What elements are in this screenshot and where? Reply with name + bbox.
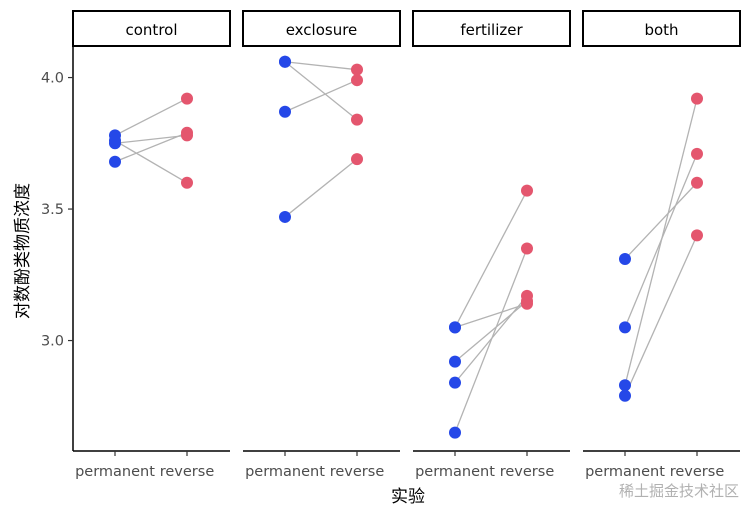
point-reverse [181, 176, 193, 189]
point-permanent [619, 389, 631, 402]
facet-exclosure: exclosure permanent reverse [242, 10, 401, 480]
facet-both: both permanent reverse [582, 10, 741, 480]
facet-strip [412, 10, 571, 47]
point-permanent [449, 321, 461, 334]
point-reverse [351, 74, 363, 87]
pair-line [284, 158, 358, 218]
point-permanent [449, 355, 461, 368]
facet-strip [242, 10, 401, 47]
point-permanent [279, 210, 291, 223]
facet-strip-label: control [126, 21, 178, 39]
facets-layer: control permanent reverse exclosure permanen… [72, 10, 741, 480]
point-permanent [619, 321, 631, 334]
pair-line [114, 140, 188, 184]
point-reverse [691, 229, 703, 242]
pair-line [454, 303, 528, 329]
x-tick-label: reverse [330, 464, 385, 480]
point-permanent [619, 379, 631, 392]
point-reverse [521, 242, 533, 255]
facet-fertilizer: fertilizer permanent reverse [412, 10, 571, 480]
point-permanent [279, 105, 291, 118]
point-permanent [109, 155, 121, 168]
x-tick-label: reverse [160, 464, 215, 480]
x-tick-label: permanent [585, 464, 665, 480]
point-reverse [351, 63, 363, 76]
point-reverse [351, 113, 363, 126]
y-axis: 3.0 3.5 4.0 [41, 46, 74, 451]
point-reverse [521, 184, 533, 197]
point-reverse [691, 176, 703, 189]
point-reverse [351, 153, 363, 166]
pair-line [284, 79, 358, 113]
point-permanent [279, 55, 291, 68]
x-tick-label: reverse [500, 464, 555, 480]
facet-strip [582, 10, 741, 47]
pair-line [624, 182, 698, 260]
pair-line [454, 248, 528, 433]
pair-line [624, 98, 698, 386]
point-reverse [181, 92, 193, 105]
x-tick-label: reverse [670, 464, 725, 480]
x-tick-label: permanent [245, 464, 325, 480]
watermark: 稀土掘金技术社区 [618, 482, 739, 500]
point-permanent [619, 253, 631, 266]
pair-line [284, 61, 358, 71]
pair-line [454, 190, 528, 328]
point-permanent [449, 376, 461, 389]
point-reverse [691, 147, 703, 160]
x-tick-label: permanent [75, 464, 155, 480]
pair-line [454, 300, 528, 363]
x-axis-title: 实验 [391, 487, 425, 507]
point-reverse [691, 92, 703, 105]
pair-line [284, 61, 358, 121]
x-tick-label: permanent [415, 464, 495, 480]
pair-line [624, 235, 698, 397]
y-tick-label: 3.0 [41, 334, 64, 350]
pair-line [114, 134, 188, 144]
y-tick-label: 4.0 [41, 71, 64, 87]
facet-control: control permanent reverse [72, 10, 231, 480]
point-reverse [521, 297, 533, 310]
pair-line [114, 98, 188, 136]
y-tick-label: 3.5 [41, 202, 64, 218]
facet-strip [72, 10, 231, 47]
facet-strip-label: exclosure [286, 21, 358, 39]
point-permanent [449, 426, 461, 439]
facet-strip-label: fertilizer [460, 21, 523, 39]
pair-line [114, 132, 188, 163]
point-permanent [109, 134, 121, 147]
point-reverse [181, 126, 193, 139]
y-axis-title: 对数酚类物质浓度 [13, 183, 33, 319]
facet-strip-label: both [644, 21, 678, 39]
